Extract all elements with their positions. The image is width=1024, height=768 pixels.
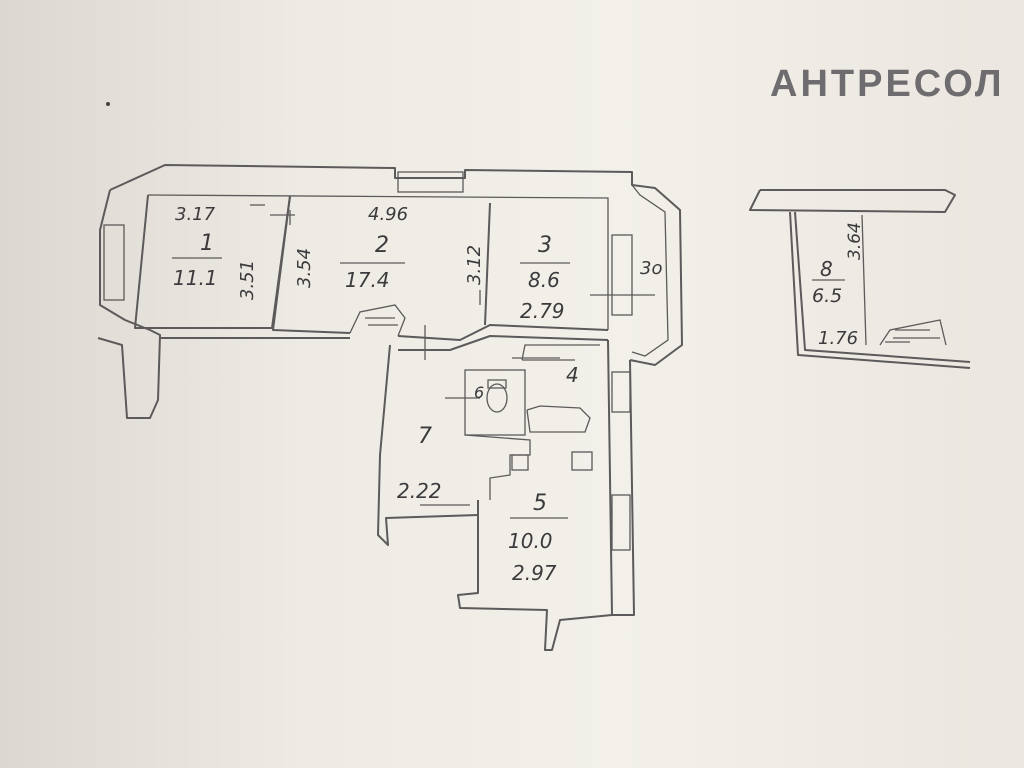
room-8-labels: 8 6.5 3.64 1.76: [812, 222, 865, 349]
room-3-dim-b: 3.12: [464, 245, 485, 285]
room-2-area: 17.4: [345, 268, 390, 292]
ink-dot: [106, 102, 110, 106]
room-2-dim-a: 4.96: [368, 204, 408, 225]
mezzanine-walls: [749, 189, 971, 369]
room-7-dim-a: 2.22: [397, 479, 442, 503]
room-5-dim-a: 2.97: [512, 561, 557, 585]
balcony-label: 3o: [640, 258, 662, 279]
room-3-dim-a: 2.79: [520, 299, 565, 323]
room-7-number: 7: [418, 424, 432, 449]
room-5-number: 5: [533, 491, 547, 516]
room-1-dim-a: 3.17: [175, 204, 216, 225]
room-4-number: 4: [566, 363, 579, 387]
room-2-labels: 4.96 2 17.4 3.54: [294, 204, 408, 292]
room-5-area: 10.0: [508, 529, 553, 553]
room-1-number: 1: [200, 231, 214, 256]
room-3-labels: 3 8.6 2.79 3.12: [464, 233, 565, 323]
room-4-labels: 4: [566, 363, 579, 387]
room-1-dim-b: 3.51: [237, 260, 258, 300]
room-8-area: 6.5: [812, 285, 842, 307]
room-3-number: 3: [538, 233, 552, 258]
room-3-area: 8.6: [528, 268, 560, 292]
room-6-labels: 6: [474, 383, 484, 402]
balcony-labels: 3o: [640, 258, 662, 279]
room-8-dim-b: 1.76: [818, 328, 858, 349]
area-fraction-bars: [172, 257, 845, 519]
room-6-number: 6: [474, 383, 484, 402]
mezzanine-title: АНТРЕСОЛ: [770, 63, 1005, 105]
room-2-dim-b: 3.54: [294, 248, 315, 288]
room-1-labels: 3.17 1 11.1 3.51: [173, 204, 258, 300]
room-1-area: 11.1: [173, 266, 218, 290]
room-5-labels: 5 10.0 2.97: [508, 491, 557, 585]
room-8-number: 8: [820, 257, 833, 281]
room-8-dim-a: 3.64: [845, 222, 865, 260]
apartment-walls: [97, 164, 683, 651]
room-7-labels: 7 2.22: [397, 424, 442, 503]
room-2-number: 2: [375, 233, 389, 258]
